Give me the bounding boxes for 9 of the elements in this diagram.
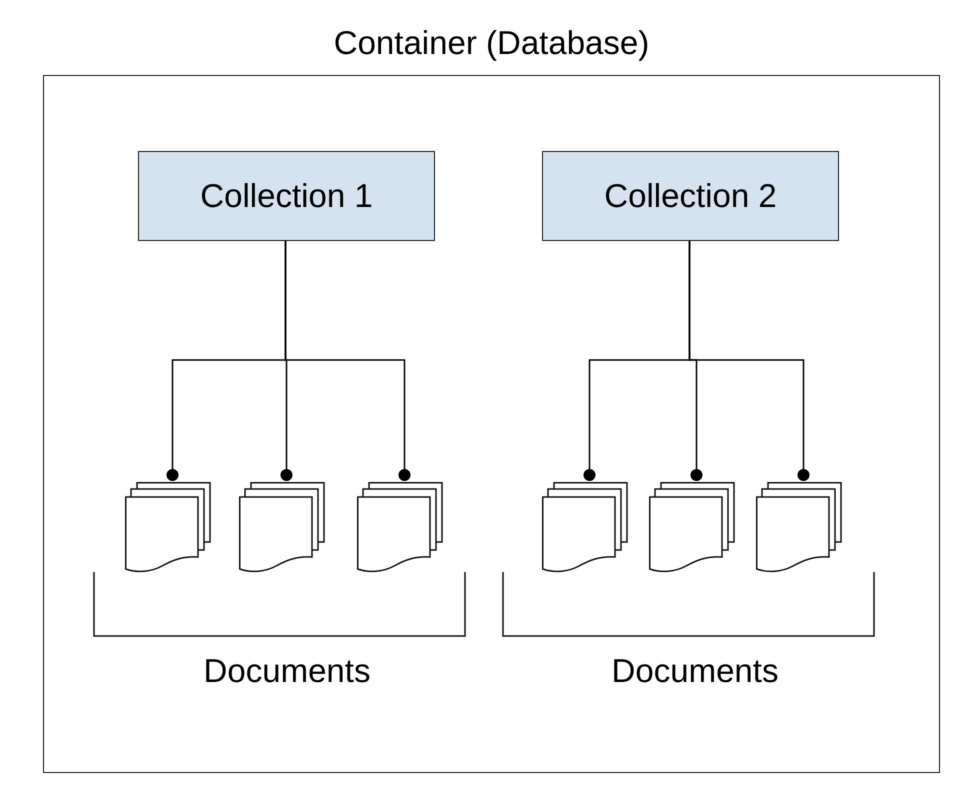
- connector: [284, 240, 410, 481]
- container-title: Container (Database): [334, 23, 650, 63]
- connector: [688, 240, 810, 481]
- collection-box: [138, 151, 435, 241]
- box-label: Collection 2: [604, 176, 777, 216]
- bracket-caption: Documents: [612, 651, 778, 691]
- bracket-caption: Documents: [204, 651, 370, 691]
- box-label: Collection 1: [200, 176, 373, 216]
- collection-box: [542, 151, 839, 241]
